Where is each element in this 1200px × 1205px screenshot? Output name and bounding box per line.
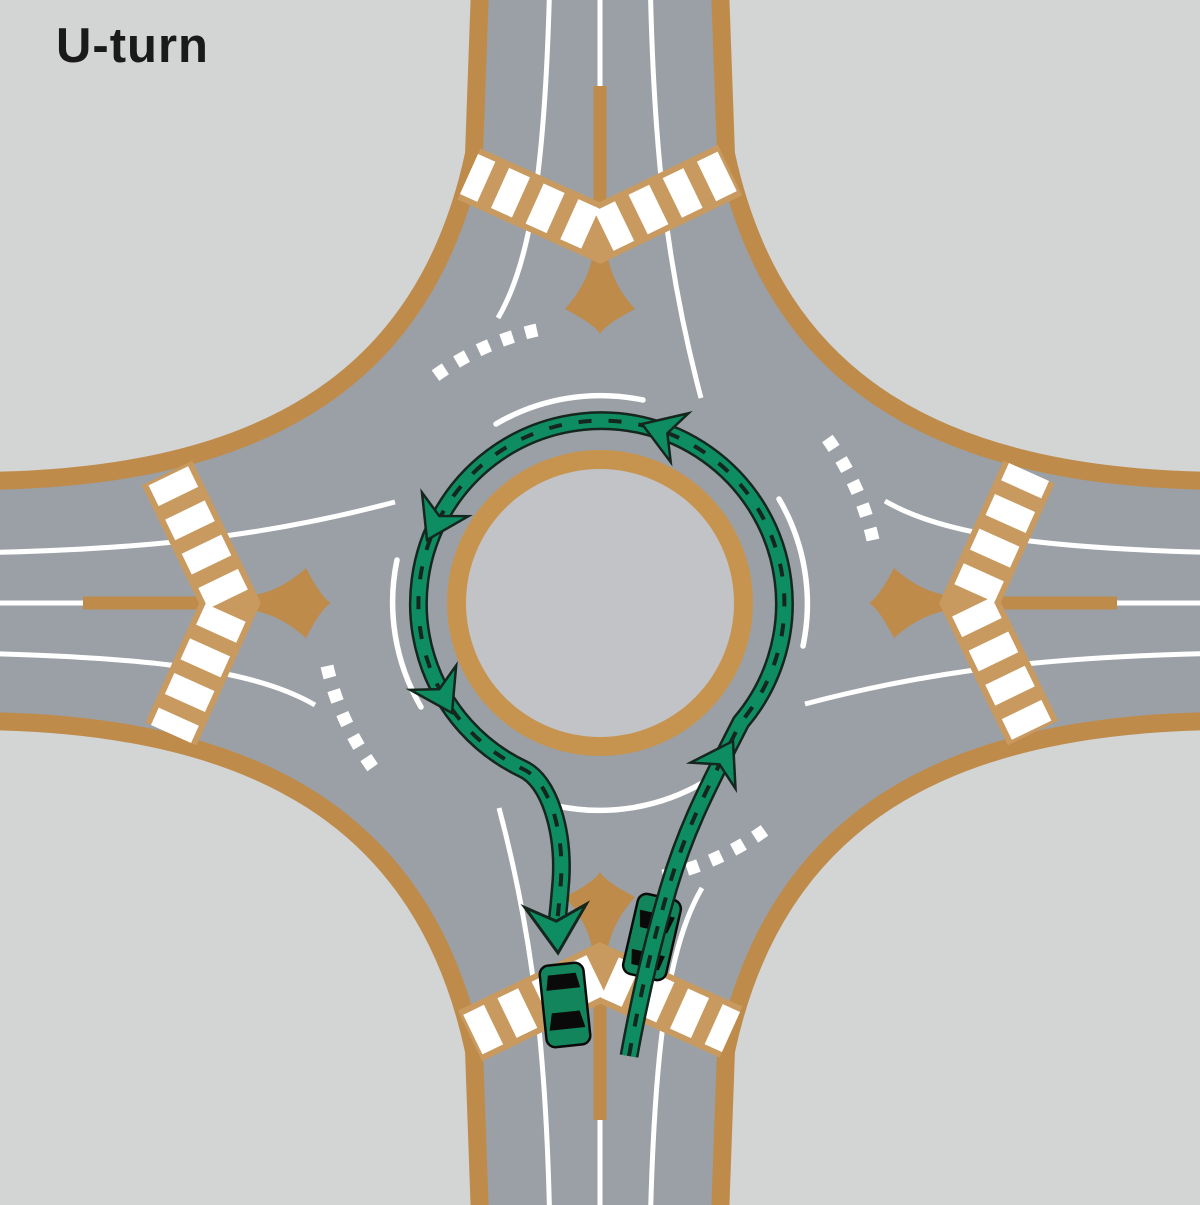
diagram-title: U-turn — [56, 19, 209, 73]
exiting-car — [537, 960, 593, 1050]
u-turn-route — [408, 411, 794, 1058]
central-island — [466, 469, 734, 737]
route-center-dashes — [416, 418, 787, 1057]
